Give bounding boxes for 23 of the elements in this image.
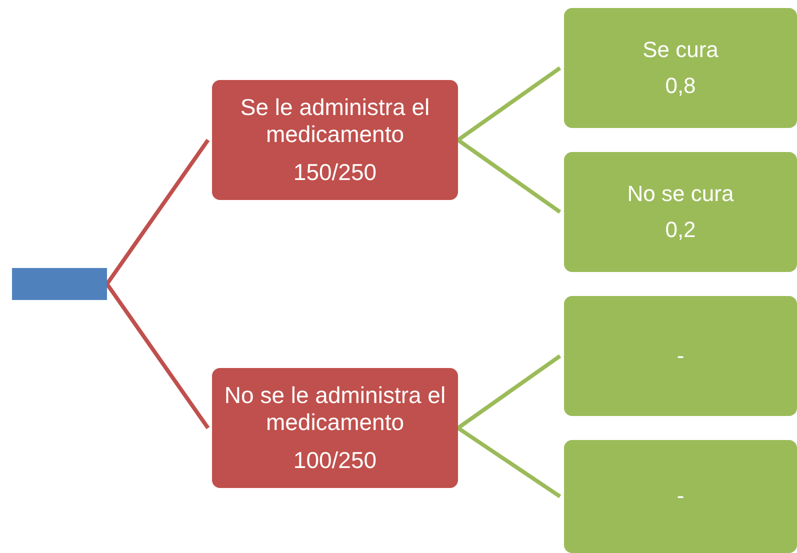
branch-box — [212, 80, 458, 200]
root-box — [12, 268, 107, 300]
node-title: Se le administra el medicamento — [239, 94, 431, 149]
branch-box — [212, 368, 458, 488]
node-title: No se le administra el medicamento — [223, 382, 447, 437]
node-value: 0,2 — [665, 217, 696, 244]
outcome-box — [564, 296, 797, 416]
connector-line — [105, 282, 210, 430]
node-title: Se cura — [642, 36, 718, 63]
node-value: 100/250 — [293, 446, 377, 474]
connector-line — [105, 138, 210, 286]
connector-line — [456, 426, 562, 498]
connector-line — [456, 354, 562, 430]
node-title: - — [676, 483, 684, 510]
node-title: No se cura — [627, 180, 734, 207]
node-value: 150/250 — [293, 158, 377, 186]
outcome-box — [564, 152, 797, 272]
connector-line — [456, 66, 562, 142]
outcome-box — [564, 8, 797, 128]
node-title: - — [676, 342, 684, 370]
node-value: 0,8 — [665, 73, 696, 100]
connector-line — [456, 138, 562, 214]
outcome-box — [564, 440, 797, 553]
